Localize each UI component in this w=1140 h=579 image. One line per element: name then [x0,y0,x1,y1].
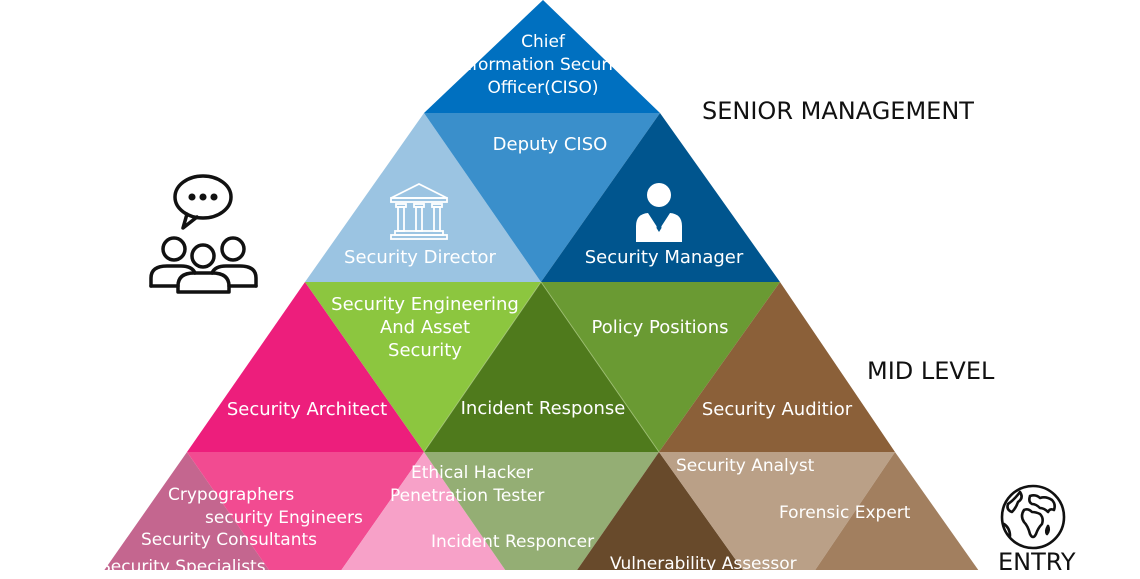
globe-icon [1000,484,1066,550]
label-ethical-hacker: Ethical Hacker [411,463,534,483]
segment-incident-response [424,282,659,452]
segment-entry-brown [815,452,979,570]
label-security-analyst: Security Analyst [676,456,815,476]
tier-label-entry: ENTRY [998,548,1076,576]
segment-policy-positions [541,282,780,452]
label-forensic-expert: Forensic Expert [779,503,911,523]
tier-label-mid: MID LEVEL [867,357,995,385]
label-security-auditor: Security Auditior [701,399,853,420]
label-ciso: Chief Information Security Officer(CISO) [456,32,630,98]
label-sec-engineering: Security Engineering And Asset Security [331,294,519,361]
businessman-icon [636,183,682,242]
segment-deputy-ciso [424,113,660,282]
label-security-engineers: security Engineers [205,508,363,528]
label-security-architect: Security Architect [226,399,388,420]
label-penetration-tester: Penetration Tester [390,486,545,506]
label-incident-responder: Incident Responcer [431,532,595,552]
segment-entry-pink [187,452,424,570]
label-deputy-ciso: Deputy CISO [492,134,608,155]
institution-building-icon [390,182,448,240]
segment-ciso [424,0,660,113]
label-policy-positions: Policy Positions [591,317,729,338]
label-vulnerability-assessor: Vulnerability Assessor [610,554,797,574]
segment-security-architect [187,282,424,452]
segment-entry-tan [659,452,895,570]
label-security-director: Security Director [344,247,496,268]
tier-label-senior: SENIOR MANAGEMENT [702,97,974,125]
segment-entry-dark-brown [577,452,743,570]
segment-sec-engineering [305,282,541,452]
label-security-specialists: Security Specialists [100,557,266,577]
segment-entry-rose [104,452,269,570]
segment-entry-light-pink [341,452,506,570]
label-security-consultants: Security Consultants [141,530,317,550]
label-incident-response: Incident Response [460,398,626,419]
segment-entry-sage [424,452,659,570]
label-security-manager: Security Manager [584,247,744,268]
segment-security-auditor [659,282,895,452]
label-cryptographers: Crypographers [168,485,295,505]
people-chat-icon [149,174,258,294]
